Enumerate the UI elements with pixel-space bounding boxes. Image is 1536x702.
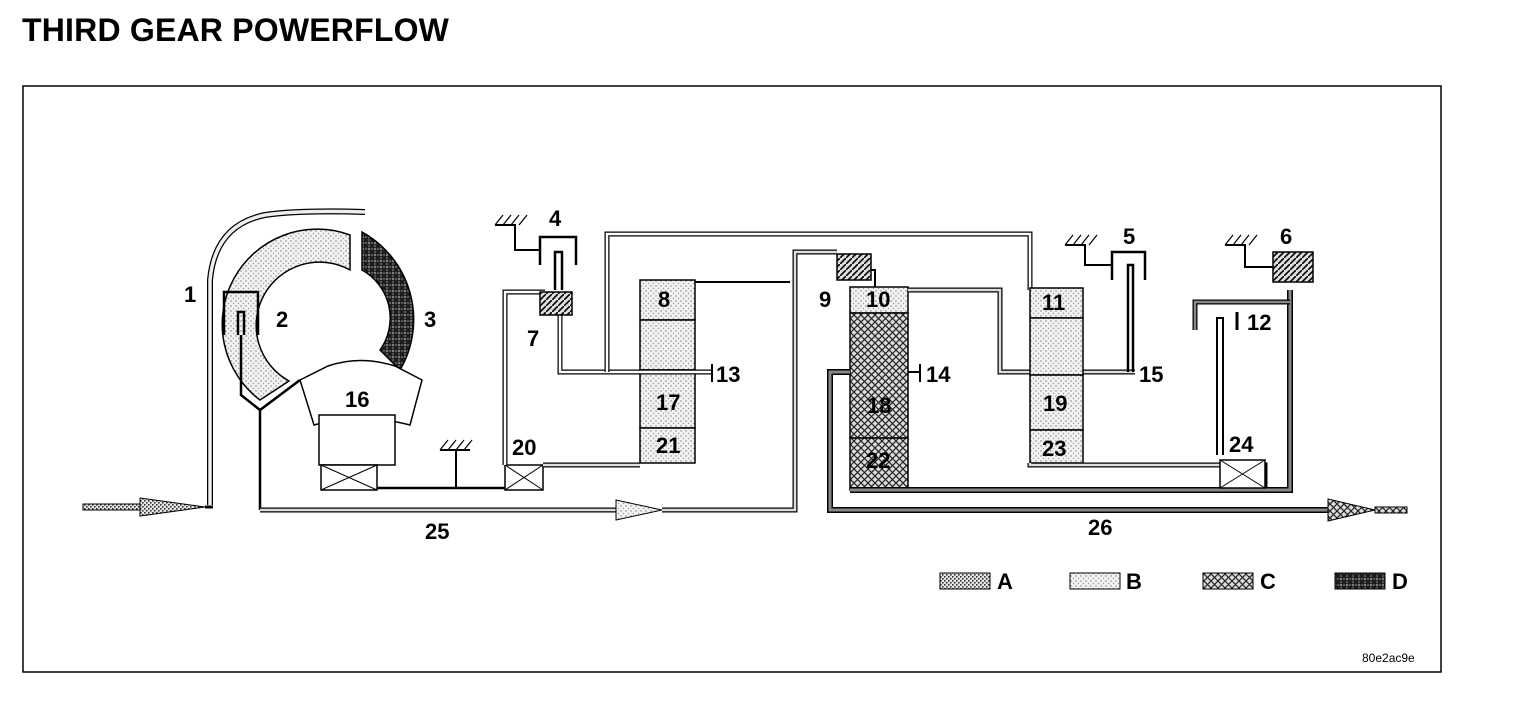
page-title: THIRD GEAR POWERFLOW: [22, 12, 450, 48]
callout-13: 13: [716, 362, 740, 387]
torque-converter: [207, 208, 423, 510]
callout-21: 21: [656, 433, 680, 458]
callout-10: 10: [866, 287, 890, 312]
impeller: [221, 228, 351, 401]
callout-24: 24: [1229, 432, 1254, 457]
legend-label-d: D: [1392, 569, 1408, 594]
legend-label-c: C: [1260, 569, 1276, 594]
callout-8: 8: [658, 287, 670, 312]
callout-12: 12: [1247, 310, 1271, 335]
callout-11: 11: [1042, 290, 1065, 315]
legend-swatch-c: [1202, 572, 1254, 590]
callout-5: 5: [1123, 224, 1135, 249]
callout-3: 3: [424, 307, 436, 332]
legend: A B C D: [939, 569, 1408, 594]
callout-25: 25: [425, 519, 449, 544]
callout-2: 2: [276, 307, 288, 332]
clutch-7: [539, 291, 573, 316]
callout-23: 23: [1042, 436, 1066, 461]
callout-14: 14: [926, 362, 951, 387]
callout-19: 19: [1043, 391, 1067, 416]
center-planetary: [849, 286, 909, 491]
brake-4: [494, 214, 578, 316]
input-shaft: [82, 497, 213, 517]
intermediate-shaft: [260, 249, 837, 521]
callout-4: 4: [549, 206, 562, 231]
callout-20: 20: [512, 435, 536, 460]
image-code: 80e2ac9e: [1362, 651, 1415, 665]
legend-swatch-b: [1069, 572, 1121, 590]
callout-18: 18: [867, 393, 891, 418]
front-planetary: [639, 279, 696, 464]
legend-label-a: A: [997, 569, 1013, 594]
rear-planetary: [1029, 287, 1084, 464]
callout-22: 22: [866, 448, 890, 473]
clutch-9: [836, 253, 872, 281]
callout-7: 7: [527, 326, 539, 351]
callout-6: 6: [1280, 224, 1292, 249]
callout-26: 26: [1088, 515, 1112, 540]
callout-1: 1: [184, 282, 196, 307]
diagram-frame: [22, 85, 1442, 673]
brake-6: [1192, 234, 1314, 455]
callout-16: 16: [345, 387, 369, 412]
legend-label-b: B: [1126, 569, 1142, 594]
brake-5: [1064, 234, 1147, 372]
legend-swatch-a: [939, 572, 991, 590]
legend-swatch-d: [1334, 572, 1386, 590]
callout-9: 9: [819, 287, 831, 312]
turbine: [361, 230, 415, 372]
callout-15: 15: [1139, 362, 1163, 387]
callout-17: 17: [656, 390, 680, 415]
